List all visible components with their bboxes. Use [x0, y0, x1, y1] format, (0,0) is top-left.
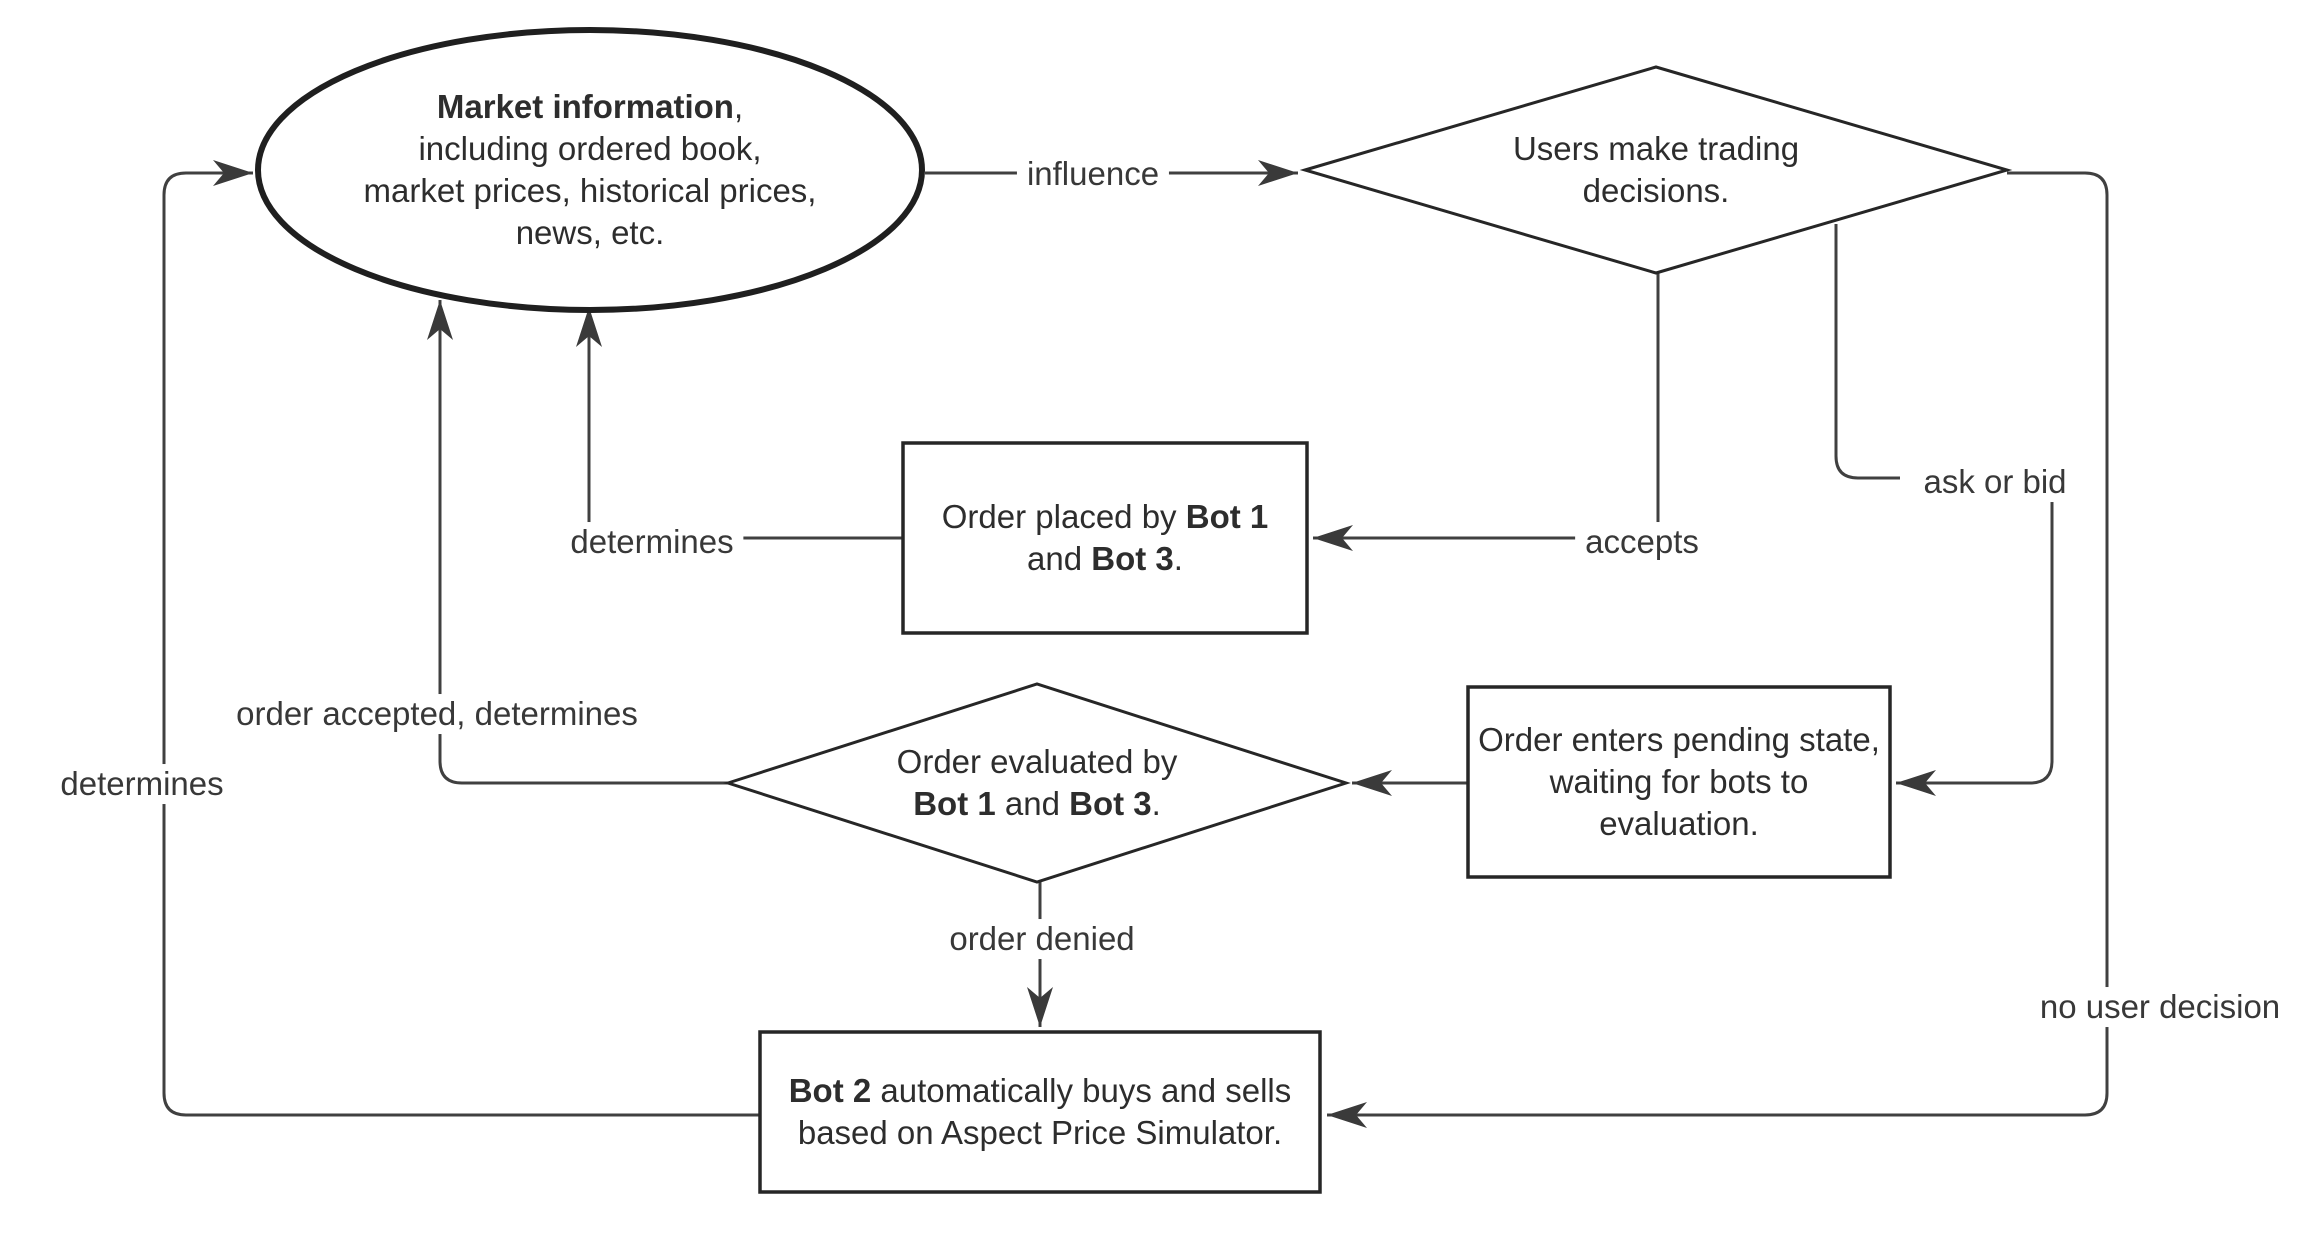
edge-label-ask-or-bid: ask or bid	[1913, 462, 2077, 502]
node-market-info-shape	[255, 27, 925, 313]
node-bot2-trading-shape	[758, 1030, 1322, 1194]
edge-no-user-decision	[1327, 171, 2109, 1128]
edge-ask-or-bid-lower	[1896, 502, 2054, 796]
node-order-evaluated-shape	[723, 682, 1351, 884]
node-user-decisions-shape	[1299, 65, 2013, 275]
edge-determines-bot2	[162, 160, 760, 1117]
edge-label-determines-bot2: determines	[50, 764, 234, 804]
edge-label-order-denied: order denied	[939, 919, 1145, 959]
edge-order-accepted	[427, 300, 728, 785]
edge-determines-order	[576, 307, 903, 540]
edge-ask-or-bid-upper	[1834, 224, 1900, 480]
edge-label-influence: influence	[1016, 154, 1170, 194]
edge-accepts	[1313, 272, 1660, 551]
edge-label-order-accepted: order accepted, determines	[226, 694, 648, 734]
edge-label-accepts: accepts	[1575, 522, 1709, 562]
node-order-placed-shape	[901, 441, 1309, 635]
edge-label-determines-order: determines	[560, 522, 744, 562]
node-pending-state-shape	[1466, 685, 1892, 879]
edge-label-no-user-decision: no user decision	[2029, 987, 2291, 1027]
